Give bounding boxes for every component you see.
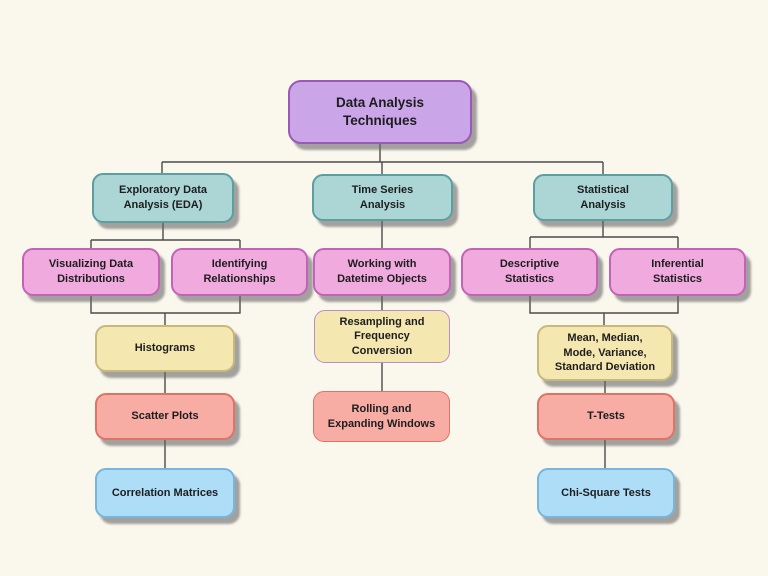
node-root: Data Analysis Techniques xyxy=(288,80,472,144)
connector-eda-split xyxy=(90,223,241,248)
node-chi-square-tests: Chi-Square Tests xyxy=(537,468,675,518)
node-time-series-label: Time Series Analysis xyxy=(351,183,414,211)
node-mean-median: Mean, Median, Mode, Variance, Standard D… xyxy=(537,325,673,381)
node-rolling-windows: Rolling and Expanding Windows xyxy=(313,391,450,442)
node-identifying-relationships-label: Identifying Relationships xyxy=(203,258,276,285)
node-inferential-statistics-label: Inferential Statistics xyxy=(651,258,704,285)
node-mean-median-label: Mean, Median, Mode, Variance, Standard D… xyxy=(554,332,656,374)
connector-eda-merge-chain xyxy=(90,296,241,468)
node-scatter-plots: Scatter Plots xyxy=(95,393,235,440)
node-time-series: Time Series Analysis xyxy=(312,174,453,221)
connector-stat-split xyxy=(529,221,679,248)
node-visualizing-distributions: Visualizing Data Distributions xyxy=(22,248,160,296)
node-histograms: Histograms xyxy=(95,325,235,372)
node-statistical: Statistical Analysis xyxy=(533,174,673,221)
node-identifying-relationships: Identifying Relationships xyxy=(171,248,308,296)
connector-stat-merge-chain xyxy=(529,296,679,468)
node-datetime-objects: Working with Datetime Objects xyxy=(313,248,451,296)
node-root-label: Data Analysis Techniques xyxy=(335,95,425,128)
node-resampling: Resampling and Frequency Conversion xyxy=(314,310,450,363)
node-eda-label: Exploratory Data Analysis (EDA) xyxy=(118,184,208,211)
node-t-tests: T-Tests xyxy=(537,393,675,440)
node-histograms-label: Histograms xyxy=(134,342,196,355)
node-datetime-objects-label: Working with Datetime Objects xyxy=(337,258,427,285)
node-descriptive-statistics-label: Descriptive Statistics xyxy=(499,258,560,285)
node-rolling-windows-label: Rolling and Expanding Windows xyxy=(327,402,436,430)
node-chi-square-tests-label: Chi-Square Tests xyxy=(561,486,651,499)
node-descriptive-statistics: Descriptive Statistics xyxy=(461,248,598,296)
node-correlation-matrices: Correlation Matrices xyxy=(95,468,235,518)
node-eda: Exploratory Data Analysis (EDA) xyxy=(92,173,234,223)
node-inferential-statistics: Inferential Statistics xyxy=(609,248,746,296)
node-scatter-plots-label: Scatter Plots xyxy=(131,410,199,423)
node-resampling-label: Resampling and Frequency Conversion xyxy=(339,315,425,357)
node-statistical-label: Statistical Analysis xyxy=(577,183,629,211)
connector-root-to-branches xyxy=(161,144,604,174)
node-visualizing-distributions-label: Visualizing Data Distributions xyxy=(48,258,134,285)
node-correlation-matrices-label: Correlation Matrices xyxy=(111,486,219,499)
node-t-tests-label: T-Tests xyxy=(587,410,625,423)
